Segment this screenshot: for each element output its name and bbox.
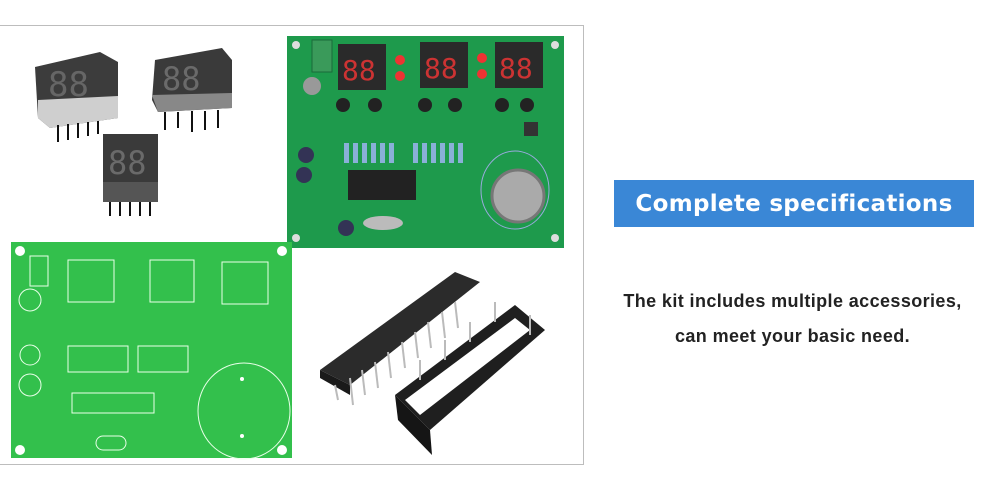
section-title-banner: Complete specifications [614, 180, 974, 227]
product-photo-frame [0, 25, 584, 465]
svg-text:88: 88 [162, 60, 201, 98]
product-photo: 88 88 88 88 88 88 [11, 36, 564, 460]
bare-pcb [11, 242, 292, 460]
seven-segment-display: 88 [152, 48, 232, 132]
assembled-pcb: 88 88 88 [287, 36, 564, 248]
seven-segment-display: 88 [35, 52, 118, 142]
seven-segment-display: 88 [103, 134, 158, 216]
description-line-1: The kit includes multiple accessories, [623, 291, 962, 311]
svg-text:88: 88 [424, 52, 458, 85]
svg-text:88: 88 [48, 65, 89, 105]
svg-text:88: 88 [499, 52, 533, 85]
description-line-2: can meet your basic need. [674, 326, 911, 346]
svg-text:88: 88 [342, 54, 376, 87]
ic-chip-and-socket [320, 272, 545, 455]
svg-text:88: 88 [108, 144, 147, 182]
